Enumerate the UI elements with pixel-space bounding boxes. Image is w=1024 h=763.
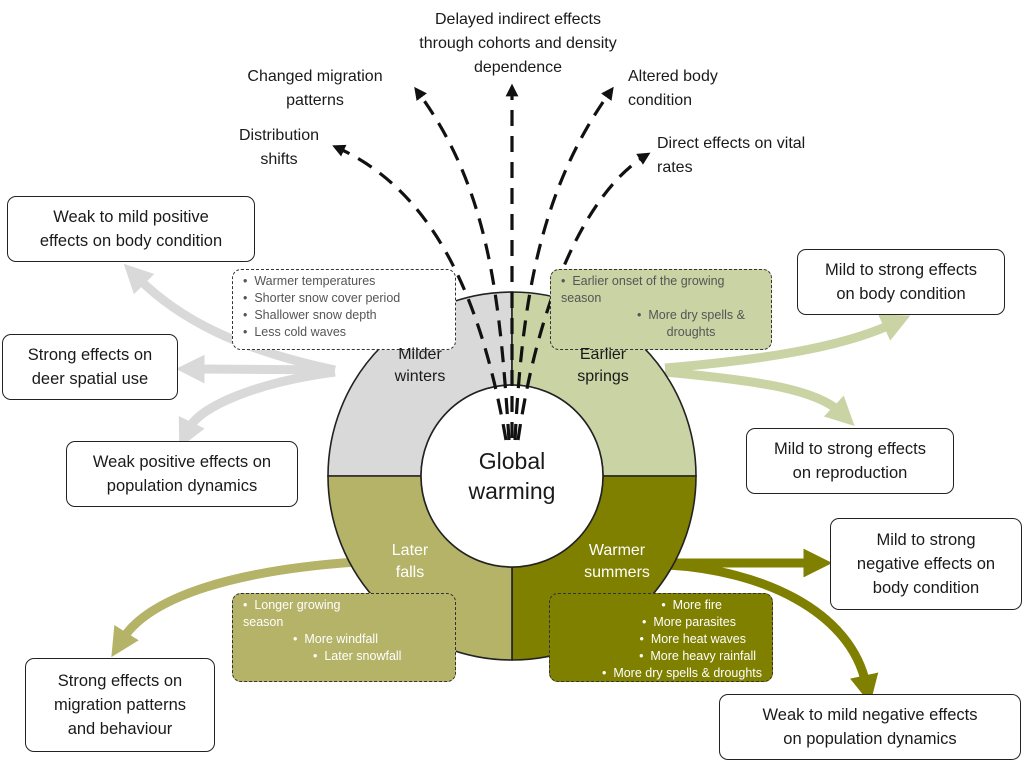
summer-note-list: More fire More parasites More heat waves… [560, 597, 762, 682]
label-changed-migration: Changed migration patterns [247, 68, 383, 109]
arrow-to-winter-spatial [175, 354, 336, 384]
outcome-winter-population: Weak positive effects on population dyna… [66, 441, 298, 507]
dashed-arrow-migration [414, 86, 511, 441]
note-item: More heat waves [560, 631, 762, 648]
note-summer: More fire More parasites More heat waves… [549, 593, 773, 682]
outcome-summer-population: Weak to mild negative effects on populat… [719, 694, 1021, 760]
dashed-arrow-vital [516, 152, 651, 441]
outcome-spring-body-condition: Mild to strong effects on body condition [797, 249, 1005, 315]
fall-note-list: Longer growing season More windfall Late… [243, 597, 445, 665]
note-item: Shorter snow cover period [243, 290, 445, 307]
arrow-to-summer-pop [667, 560, 879, 704]
label-distribution-shifts: Distribution shifts [238, 127, 320, 168]
note-item: More heavy rainfall [560, 648, 762, 665]
fall-arrows [111, 557, 357, 658]
outcome-winter-body-condition: Weak to mild positive effects on body co… [7, 196, 255, 262]
dashed-arrows [332, 83, 651, 441]
note-item: Shallower snow depth [243, 307, 445, 324]
outcome-winter-spatial-use: Strong effects on deer spatial use [2, 334, 178, 400]
note-item: More dry spells & droughts [561, 307, 761, 341]
label-delayed-effects: Delayed indirect effects through cohorts… [419, 11, 617, 76]
arrow-to-spring-repro [664, 367, 855, 426]
note-item: More fire [560, 597, 762, 614]
arrow-to-fall-migration [111, 557, 357, 658]
outcome-fall-migration: Strong effects on migration patterns and… [25, 658, 215, 752]
note-item: More dry spells & droughts [560, 665, 762, 682]
outcome-spring-reproduction: Mild to strong effects on reproduction [746, 428, 954, 494]
segment-label-milder-winters: Milder winters [394, 346, 446, 385]
label-vital-rates: Direct effects on vital rates [657, 135, 806, 176]
segment-label-earlier-springs: Earlier springs [577, 346, 629, 385]
note-item: Warmer temperatures [243, 273, 445, 290]
dashed-arrow-body [513, 86, 614, 441]
segment-label-warmer-summers: Warmer summers [584, 542, 650, 581]
note-item: Less cold waves [243, 324, 445, 341]
note-item: Earlier onset of the growing season [561, 273, 761, 307]
dashed-arrow-distribution [332, 144, 508, 441]
spring-arrows [664, 314, 911, 426]
arrow-to-winter-body [123, 263, 336, 375]
summer-arrows [667, 548, 879, 704]
winter-arrows [123, 263, 336, 449]
center-label-global-warming: Global warming [468, 448, 556, 504]
outcome-summer-body-condition: Mild to strong negative effects on body … [830, 518, 1022, 610]
note-fall: Longer growing season More windfall Late… [232, 593, 456, 682]
note-spring: Earlier onset of the growing season More… [550, 269, 772, 350]
note-item: More parasites [560, 614, 762, 631]
arrow-to-winter-pop [178, 367, 336, 449]
label-altered-body: Altered body condition [628, 68, 718, 109]
arrow-to-spring-body [664, 314, 911, 373]
note-item: Longer growing season [243, 597, 445, 631]
note-item: Later snowfall [243, 648, 445, 665]
note-item: More windfall [243, 631, 445, 648]
spring-note-list: Earlier onset of the growing season More… [561, 273, 761, 341]
note-winter: Warmer temperatures Shorter snow cover p… [232, 269, 456, 350]
winter-note-list: Warmer temperatures Shorter snow cover p… [243, 273, 445, 341]
segment-label-later-falls: Later falls [391, 542, 429, 581]
